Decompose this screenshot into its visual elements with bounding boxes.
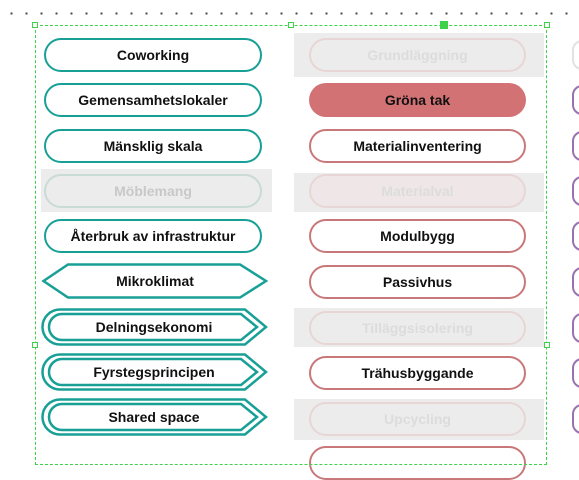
canvas-dot-grid [0,0,579,22]
card-shared-space[interactable]: Shared space [40,398,268,436]
faded-background-tillaggsisolering [294,308,544,347]
card-fyrstegsprincipen[interactable]: Fyrstegsprincipen [40,353,268,391]
card-gemensamhetslokaler[interactable]: Gemensamhetslokaler [44,83,262,117]
faded-background-moblemang [41,169,272,212]
card-mikroklimat[interactable]: Mikroklimat [42,263,268,299]
card-mansklig-skala[interactable]: Mänsklig skala [44,129,262,163]
card-label: Fyrstegsprincipen [93,364,215,380]
card-label: Grundläggning [367,47,468,63]
resize-handle-top-right[interactable] [544,22,550,28]
card-delningsekonomi[interactable]: Delningsekonomi [40,308,268,346]
card-upcycling[interactable]: Upcycling [309,402,526,436]
card-partial-right[interactable] [572,313,579,343]
card-materialinventering[interactable]: Materialinventering [309,129,526,163]
card-partial-right[interactable] [572,40,579,70]
card-partial-right[interactable] [572,358,579,388]
card-label: Materialval [381,183,454,199]
card-label: Passivhus [382,274,453,290]
card-label: Mänsklig skala [103,138,203,154]
card-label: Shared space [108,409,200,425]
card-grona-tak[interactable]: Gröna tak [309,83,526,117]
card-label: Upcycling [384,411,451,427]
card-label: Tilläggsisolering [362,320,473,336]
card-label: Delningsekonomi [95,319,213,335]
card-moblemang[interactable]: Möblemang [44,174,262,208]
card-passivhus[interactable]: Passivhus [309,265,526,299]
resize-handle-top-active[interactable] [440,21,448,29]
card-partial-right[interactable] [572,221,579,251]
card-label: Coworking [116,47,190,63]
card-tillaggsisolering[interactable]: Tilläggsisolering [309,311,526,345]
faded-background-grundlaggning [294,33,544,77]
card-label: Materialinventering [353,138,482,154]
resize-handle-middle-left[interactable] [32,342,38,348]
resize-handle-top-middle[interactable] [288,22,294,28]
card-label: Mikroklimat [116,273,194,289]
hexagon-shape [41,263,269,299]
card-partial-right[interactable] [572,131,579,161]
card-coworking[interactable]: Coworking [44,38,262,72]
card-partial-right[interactable] [572,176,579,206]
card-modulbygg[interactable]: Modulbygg [309,219,526,253]
resize-handle-top-left[interactable] [32,22,38,28]
double-arrow-shape [41,308,268,346]
resize-handle-middle-right[interactable] [544,342,550,348]
selection-frame[interactable] [35,25,547,465]
card-label: Gröna tak [384,92,451,108]
card-materialval[interactable]: Materialval [309,174,526,208]
card-partial-right[interactable] [572,85,579,115]
card-label: Möblemang [114,183,192,199]
double-arrow-shape [41,398,268,436]
card-label: Gemensamhetslokaler [78,92,228,108]
double-arrow-shape [41,353,268,391]
card-label: Trähusbyggande [361,365,474,381]
card-partial-right[interactable] [572,404,579,434]
card-label: Återbruk av infrastruktur [70,228,236,244]
card-partial-right[interactable] [572,267,579,297]
card-trahusbyggande[interactable]: Trähusbyggande [309,356,526,390]
card-label: Modulbygg [380,228,455,244]
faded-background-upcycling [294,399,544,440]
card-aterbruk-av-infrastruktur[interactable]: Återbruk av infrastruktur [44,219,262,253]
card-grundlaggning[interactable]: Grundläggning [309,38,526,72]
